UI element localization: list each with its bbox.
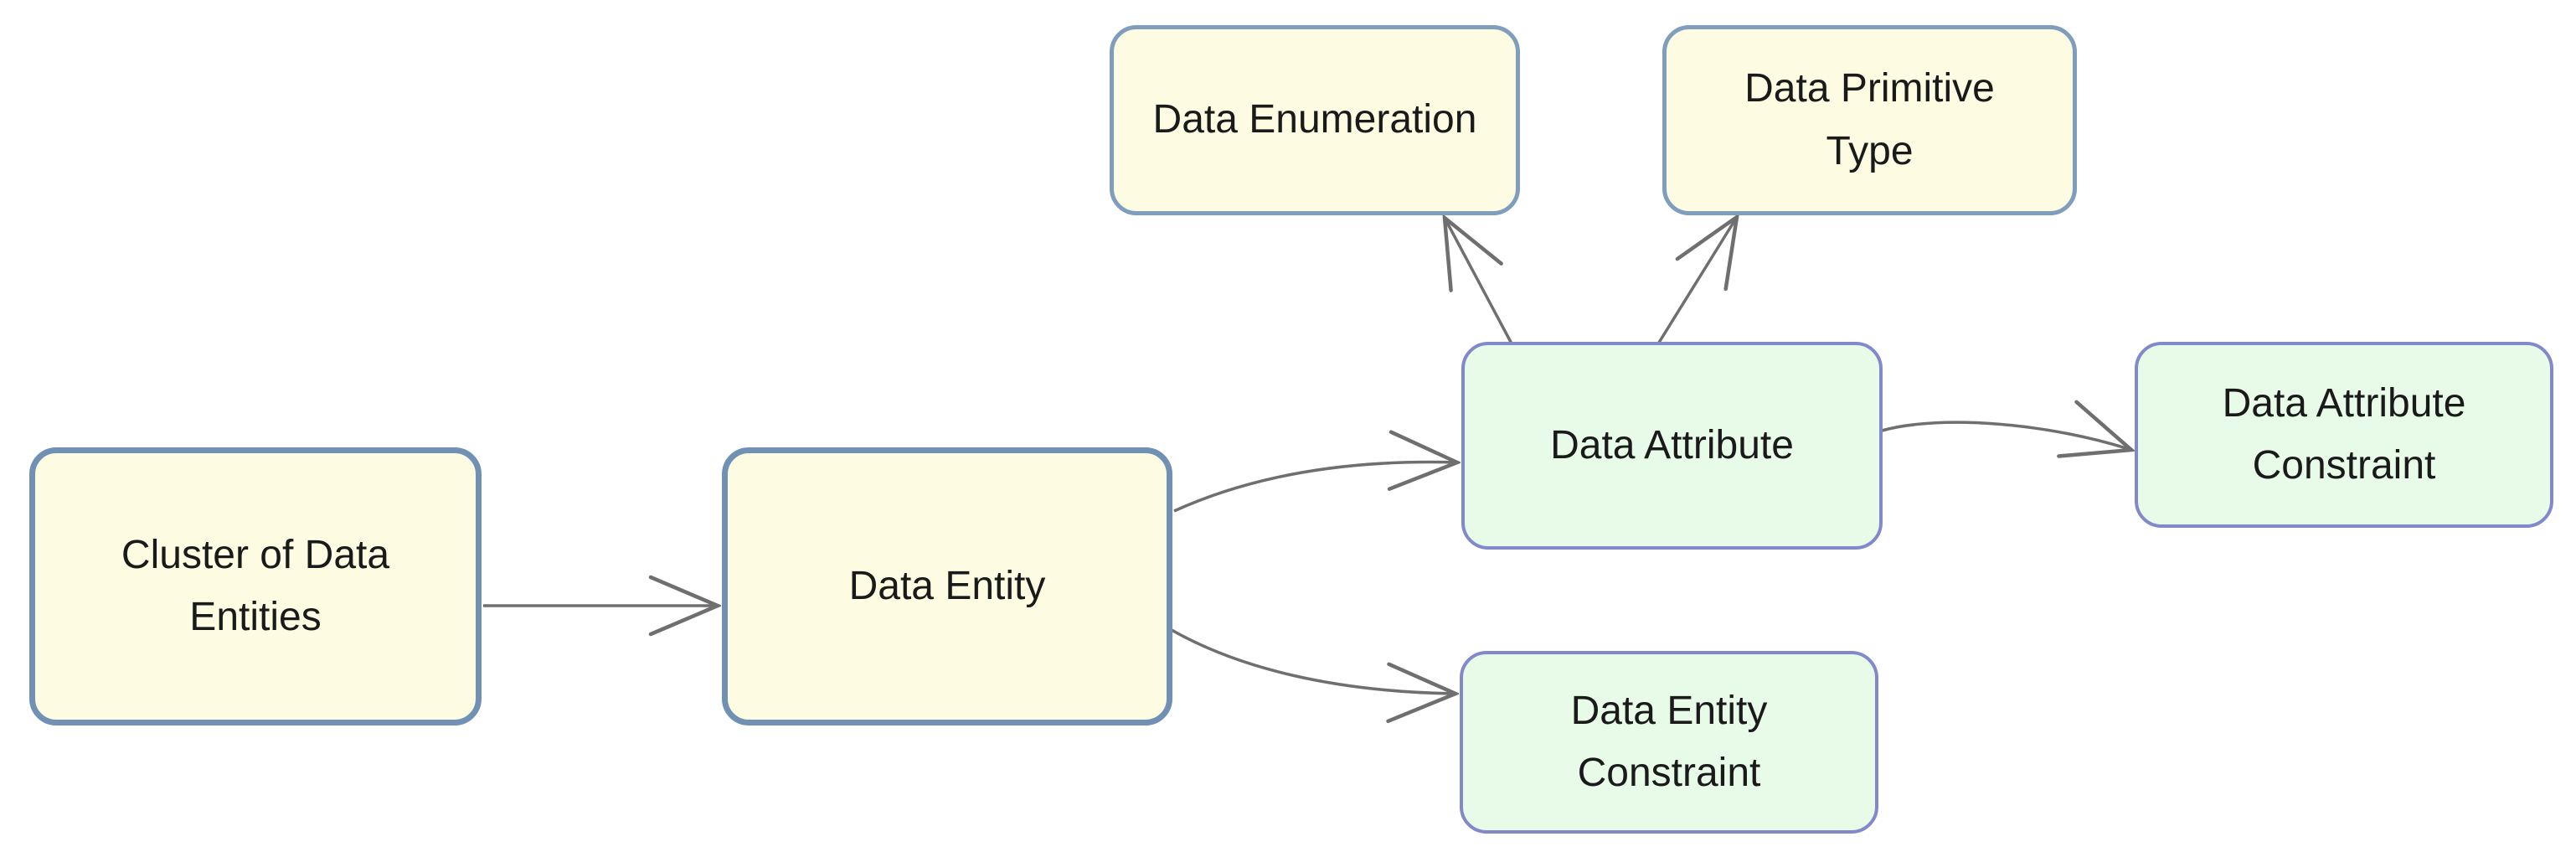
node-label: Data Entity: [848, 563, 1046, 608]
node-label: Data Enumeration: [1152, 97, 1477, 142]
node-label: Data Attribute Constraint: [2222, 380, 2466, 488]
edge-entity-to-attribute[interactable]: [1173, 462, 1457, 513]
edge-entity-to-entity-constraint[interactable]: [1165, 625, 1455, 694]
node-label: Data Entity Constraint: [1570, 688, 1768, 795]
node-cluster-of-data-entities[interactable]: Cluster of Data Entities: [29, 447, 482, 725]
edge-attribute-to-attribute-constraint[interactable]: [1881, 422, 2131, 450]
node-label: Cluster of Data Entities: [121, 532, 390, 639]
node-data-primitive-type[interactable]: Data Primitive Type: [1662, 25, 2077, 215]
node-data-enumeration[interactable]: Data Enumeration: [1110, 25, 1520, 215]
node-label: Data Primitive Type: [1744, 66, 1995, 173]
edge-attribute-to-primitive-type[interactable]: [1656, 217, 1737, 346]
node-data-attribute-constraint[interactable]: Data Attribute Constraint: [2135, 342, 2553, 528]
node-data-entity[interactable]: Data Entity: [722, 447, 1172, 725]
node-data-entity-constraint[interactable]: Data Entity Constraint: [1460, 651, 1878, 834]
node-data-attribute[interactable]: Data Attribute: [1461, 342, 1883, 550]
edge-attribute-to-enumeration[interactable]: [1445, 218, 1514, 346]
node-label: Data Attribute: [1550, 422, 1794, 467]
